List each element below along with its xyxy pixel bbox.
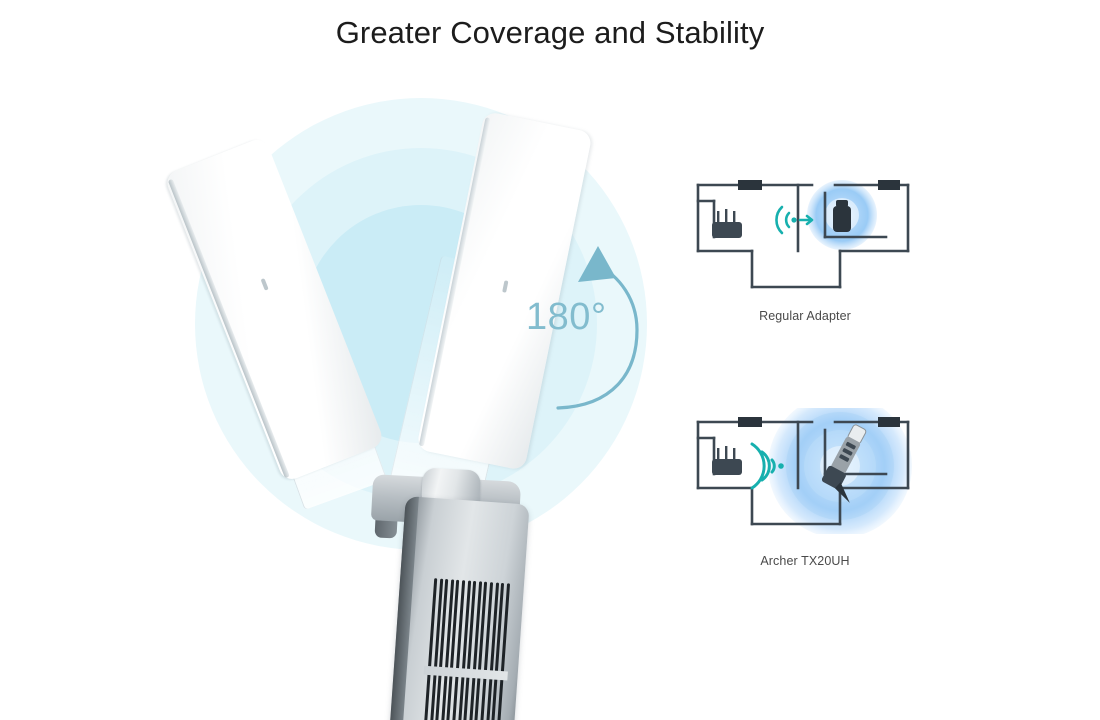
router-icon: [712, 446, 742, 475]
floorplan-archer-svg: [696, 408, 912, 534]
caption-archer-tx20uh: Archer TX20UH: [760, 554, 850, 568]
wifi-signal-icon: [750, 442, 776, 490]
comparison-archer-tx20uh: Archer TX20UH: [690, 408, 940, 568]
caption-regular-adapter: Regular Adapter: [759, 309, 851, 323]
floorplan-regular: [690, 175, 920, 295]
usb-dongle-icon: [833, 200, 851, 232]
rotation-arc-icon: [556, 246, 639, 410]
router-icon: [712, 209, 742, 238]
rotation-angle-label: 180°: [526, 296, 607, 338]
floorplan-regular-svg: [696, 180, 910, 289]
product-hero-illustration: 180°: [150, 60, 690, 720]
comparison-regular-adapter: Regular Adapter: [690, 175, 940, 323]
adapter-vents: [420, 578, 510, 720]
brand-mark-icon: [260, 278, 269, 291]
page-title: Greater Coverage and Stability: [335, 14, 765, 50]
archer-adapter-icon: [821, 424, 867, 503]
floorplan-archer: [690, 408, 920, 534]
brand-mark-icon: [502, 280, 509, 293]
adapter-body: [386, 496, 530, 720]
